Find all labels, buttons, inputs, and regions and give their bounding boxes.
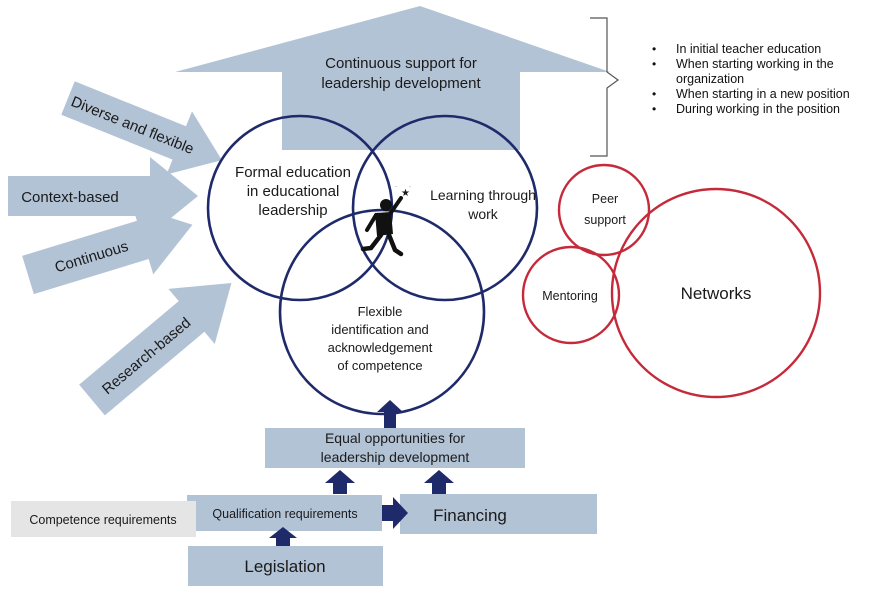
bullet-item-4: During working in the position xyxy=(652,102,850,117)
svg-text:·: · xyxy=(395,184,397,190)
circle-networks xyxy=(610,187,822,399)
circle-learning-through-work xyxy=(351,114,539,302)
flexible-label-1: Flexible xyxy=(358,304,403,319)
arrow-up-from-qualification xyxy=(325,470,355,494)
bullet-item-2: When starting working in the xyxy=(652,57,850,72)
qualification-label: Qualification requirements xyxy=(212,507,357,521)
circle-flexible-identification xyxy=(278,208,486,416)
competence-label: Competence requirements xyxy=(29,513,176,527)
legislation-box: Legislation xyxy=(188,546,383,586)
arrow-up-from-financing xyxy=(424,470,454,494)
financing-box: Financing xyxy=(400,494,597,534)
bullet-item-2-continued: organization xyxy=(676,72,745,86)
formal-label-2: in educational xyxy=(247,183,340,200)
flexible-label-4: of competence xyxy=(337,358,422,373)
arrow-context-label: Context-based xyxy=(21,189,119,206)
svg-text:★: ★ xyxy=(401,188,410,199)
arrow-up-from-legislation xyxy=(269,527,297,546)
learning-label-1: Learning through xyxy=(430,187,536,203)
peer-label-1: Peer xyxy=(592,192,618,206)
support-arrow-line1: Continuous support for xyxy=(325,55,477,72)
circle-mentoring xyxy=(521,245,621,345)
mentoring-label: Mentoring xyxy=(542,289,598,303)
continuous-support-arrow: Continuous support for leadership develo… xyxy=(175,6,610,150)
bullet-item-1: In initial teacher education xyxy=(652,42,850,57)
support-stages-list: In initial teacher education When starti… xyxy=(652,42,850,117)
person-reaching-star-icon: ★ · · xyxy=(360,184,411,257)
qualification-requirements-box: Qualification requirements xyxy=(187,495,382,531)
competence-requirements-box: Competence requirements xyxy=(11,501,196,537)
formal-label-3: leadership xyxy=(258,202,327,219)
learning-label-2: work xyxy=(467,206,499,222)
legislation-label: Legislation xyxy=(244,557,325,576)
arrow-diverse-flexible: Diverse and flexible xyxy=(61,81,222,175)
flexible-label-3: acknowledgement xyxy=(328,340,433,355)
arrow-research-based: Research-based xyxy=(79,283,232,416)
equal-label-2: leadership development xyxy=(321,449,470,465)
svg-text:·: · xyxy=(409,184,411,190)
bracket-brace xyxy=(590,17,620,157)
formal-label-1: Formal education xyxy=(235,164,351,181)
peer-label-2: support xyxy=(584,213,626,227)
equal-label-1: Equal opportunities for xyxy=(325,430,465,446)
support-arrow-line2: leadership development xyxy=(321,75,481,92)
financing-label: Financing xyxy=(433,506,507,525)
equal-opportunities-box: Equal opportunities for leadership devel… xyxy=(265,428,525,468)
arrow-up-to-circle xyxy=(377,400,403,428)
networks-label: Networks xyxy=(681,284,752,303)
flexible-label-2: identification and xyxy=(331,322,429,337)
bullet-item-3: When starting in a new position xyxy=(652,87,850,102)
arrow-right-to-financing xyxy=(382,497,408,529)
circle-peer-support xyxy=(557,163,651,257)
